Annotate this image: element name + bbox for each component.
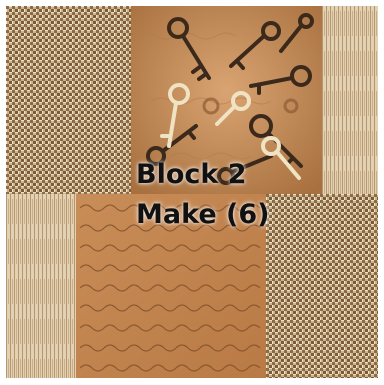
woven-fabric-square-top-left xyxy=(6,6,131,194)
woodgrain-texture xyxy=(6,194,76,378)
block-title: Block 2 xyxy=(136,160,247,190)
woodgrain-strip-bottom-left xyxy=(6,194,76,378)
woodgrain-strip-top-right xyxy=(322,6,378,194)
woven-fabric-square-bottom-right xyxy=(266,194,378,378)
woodgrain-texture xyxy=(322,6,378,194)
woven-texture xyxy=(266,194,378,378)
block-quantity-label: Make (6) xyxy=(136,200,270,230)
woven-texture xyxy=(6,6,131,194)
